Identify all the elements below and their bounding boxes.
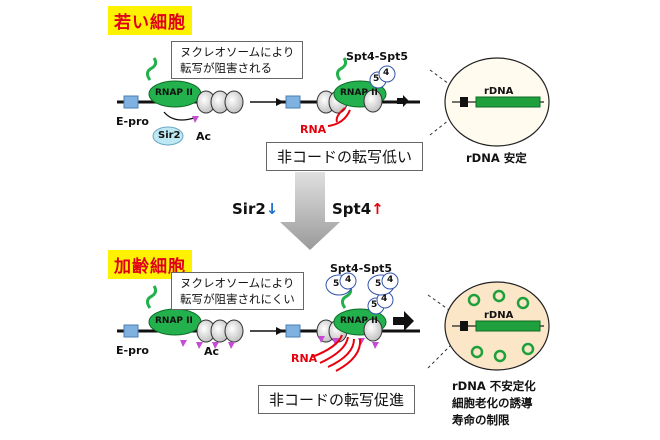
young-rnap-label-right: RNAP II [340, 88, 378, 98]
aged-left-gene [117, 285, 244, 349]
aged-note-line2: 転写が阻害されにくい [180, 292, 295, 306]
young-rdna-state: rDNA 安定 [466, 151, 527, 165]
young-caption: 非コードの転写低い [266, 142, 424, 171]
young-ac-mark [192, 116, 199, 123]
aged-note-line1: ヌクレオソームにより [180, 276, 295, 290]
aged-rnap-label-left: RNAP II [155, 316, 193, 326]
young-rdna-label: rDNA [484, 86, 514, 97]
aged-spt-label: Spt4-Spt5 [330, 262, 392, 275]
young-note-line1: ヌクレオソームにより [180, 45, 295, 59]
transition-spt4-label: Spt4 [332, 200, 372, 218]
aged-outcome: rDNA 不安定化 細胞老化の誘導 寿命の制限 [452, 378, 536, 429]
young-badge: 若い細胞 [108, 6, 192, 35]
young-spt-label: Spt4-Spt5 [346, 50, 408, 63]
transition-arrow [280, 172, 340, 250]
aged-free-spt-complexes [325, 272, 399, 296]
aged-rnap-label-right: RNAP II [340, 316, 378, 326]
erc-circles [467, 289, 535, 363]
transition-sir2: Sir2↓ [232, 200, 278, 218]
young-epro-label: E-pro [116, 115, 149, 128]
young-ac-label: Ac [196, 130, 212, 143]
aged-outcome-line3: 寿命の制限 [452, 413, 510, 427]
aged-outcome-line2: 細胞老化の誘導 [452, 396, 533, 410]
aged-note: ヌクレオソームにより 転写が阻害されにくい [171, 272, 304, 310]
young-cell [444, 57, 550, 147]
aged-rdna-bar [475, 320, 541, 332]
aged-rna-label: RNA [291, 352, 318, 365]
aged-epro-label: E-pro [116, 344, 149, 357]
young-rna-label: RNA [300, 123, 327, 136]
aged-outcome-line1: rDNA 不安定化 [452, 379, 536, 393]
down-arrow-icon: ↓ [265, 200, 279, 218]
aged-free-5a: 5 [333, 279, 340, 289]
aged-rdna-label: rDNA [484, 310, 514, 321]
young-left-gene [117, 57, 244, 146]
young-sir2-blob [152, 126, 184, 146]
aged-bound-5: 5 [371, 300, 378, 310]
young-factor-5: 5 [373, 74, 380, 84]
aged-caption: 非コードの転写促進 [258, 385, 416, 414]
young-rdna-bar [475, 96, 541, 108]
transition-spt4: Spt4↑ [332, 200, 384, 218]
young-factor-4: 4 [383, 68, 390, 78]
young-note: ヌクレオソームにより 転写が阻害される [171, 41, 304, 79]
aged-cell [444, 281, 550, 371]
aged-bound-4: 4 [381, 294, 388, 304]
up-arrow-icon: ↑ [371, 200, 384, 218]
young-epro-box [123, 95, 139, 109]
young-rnap-label-left: RNAP II [155, 88, 193, 98]
young-note-line2: 転写が阻害される [180, 61, 272, 75]
aged-free-5b: 5 [375, 279, 382, 289]
aged-free-4b: 4 [387, 275, 394, 285]
aged-free-4a: 4 [345, 275, 352, 285]
aged-nucleosomes-left [196, 319, 244, 343]
young-right-gene [280, 57, 420, 127]
transition-sir2-label: Sir2 [232, 200, 266, 218]
young-sir2-label: Sir2 [158, 130, 181, 141]
young-nucleosomes-left [196, 90, 244, 114]
aged-ac-label: Ac [204, 345, 220, 358]
